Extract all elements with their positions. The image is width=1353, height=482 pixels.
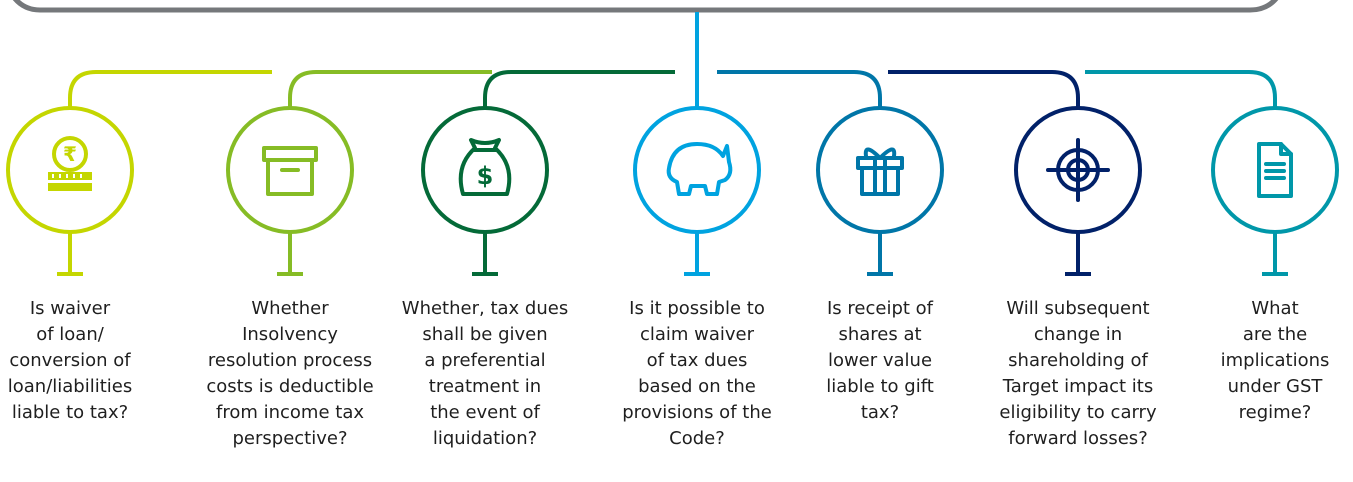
step-node-7 bbox=[1211, 106, 1339, 276]
step-node-5 bbox=[816, 106, 944, 276]
branch-connector-2 bbox=[288, 70, 492, 108]
step-question-4: Is it possible to claim waiver of tax du… bbox=[622, 298, 772, 449]
step-circle bbox=[633, 106, 761, 234]
header-bar bbox=[12, 0, 1278, 13]
step-nodes: ₹$ bbox=[6, 106, 1339, 276]
step-question-7: What are the implications under GST regi… bbox=[1220, 298, 1330, 423]
svg-text:₹: ₹ bbox=[63, 142, 77, 166]
step-question-1: Is waiver of loan/ conversion of loan/li… bbox=[7, 298, 133, 423]
archive-box-icon bbox=[262, 146, 318, 196]
rupee-coins-icon: ₹ bbox=[48, 136, 92, 191]
step-node-6 bbox=[1014, 106, 1142, 276]
step-node-1: ₹ bbox=[6, 106, 134, 276]
step-node-4 bbox=[633, 106, 761, 276]
step-question-6: Will subsequent change in shareholding o… bbox=[999, 298, 1157, 449]
branch-connector-7 bbox=[1085, 70, 1277, 108]
piggy-bank-icon bbox=[666, 142, 733, 196]
branch-connector-3 bbox=[483, 70, 675, 108]
step-question-3: Whether, tax dues shall be given a prefe… bbox=[401, 298, 569, 449]
svg-text:$: $ bbox=[477, 162, 494, 190]
branch-connector-5 bbox=[717, 70, 882, 108]
branch-connector-1 bbox=[68, 70, 272, 108]
step-node-2 bbox=[226, 106, 354, 276]
step-node-3: $ bbox=[421, 106, 549, 276]
gift-box-icon bbox=[856, 147, 904, 196]
branch-connector-6 bbox=[888, 70, 1080, 108]
branch-connectors bbox=[68, 70, 1277, 108]
step-question-5: Is receipt of shares at lower value liab… bbox=[826, 298, 934, 423]
document-icon bbox=[1257, 142, 1293, 198]
money-bag-icon: $ bbox=[458, 138, 512, 196]
target-crosshair-icon bbox=[1046, 138, 1110, 202]
step-question-2: Whether Insolvency resolution process co… bbox=[206, 298, 374, 449]
